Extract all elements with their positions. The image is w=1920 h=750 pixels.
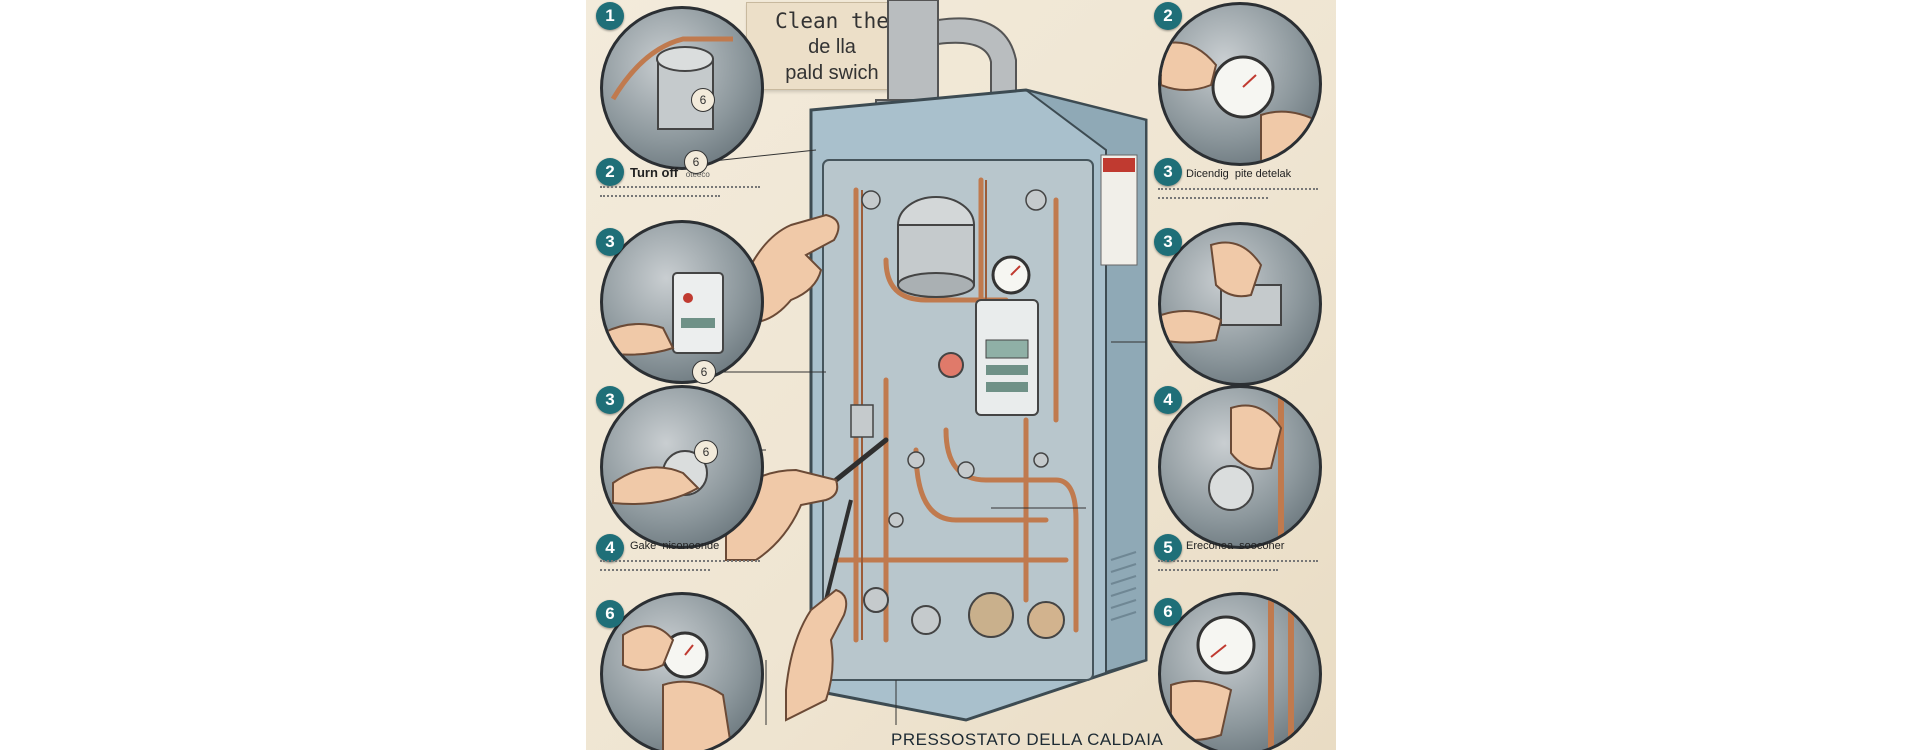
title-line-3: pald swich xyxy=(785,62,879,84)
step-image-right-3 xyxy=(1158,385,1322,549)
step-badge-right-5: 5 xyxy=(1154,534,1182,562)
pump xyxy=(968,592,1014,638)
callout-marker: 6 xyxy=(692,360,716,384)
step-image-left-1 xyxy=(600,6,764,170)
boiler-illustration xyxy=(686,0,1148,725)
step-image-right-4 xyxy=(1158,592,1322,750)
hand-lower-right xyxy=(785,588,848,722)
callout-marker: 6 xyxy=(694,440,718,464)
step-badge-right-6: 6 xyxy=(1154,598,1182,626)
pressure-switch xyxy=(938,352,964,378)
title-line-1: Clean the xyxy=(775,9,889,33)
step-badge-right-3: 3 xyxy=(1154,228,1182,256)
step-badge-left-4: 3 xyxy=(596,386,624,414)
warning-label xyxy=(1100,154,1138,266)
step-badge-right-2: 3 xyxy=(1154,158,1182,186)
step-badge-right-1: 2 xyxy=(1154,2,1182,30)
caption-title: PRESSOSTATO DELLA CALDAIA xyxy=(891,730,1164,749)
step-badge-left-6: 6 xyxy=(596,600,624,628)
step-right-5-title: Ereconea sooconer xyxy=(1186,540,1285,552)
step-left-4-title: Gake nisoneonde xyxy=(630,540,720,552)
step-badge-right-4: 4 xyxy=(1154,386,1182,414)
step-image-right-1 xyxy=(1158,2,1322,166)
step-badge-left-3: 3 xyxy=(596,228,624,256)
pliers xyxy=(824,499,853,601)
step-left-2-title: Turn off oteeco xyxy=(630,165,710,180)
step-right-3-text xyxy=(1158,188,1318,202)
step-image-left-3 xyxy=(600,385,764,549)
step-badge-left-2: 2 xyxy=(596,158,624,186)
step-image-left-2 xyxy=(600,220,764,384)
step-image-left-4 xyxy=(600,592,764,750)
step-badge-left-1: 1 xyxy=(596,2,624,30)
step-right-3-title: Dicendig pite detelak xyxy=(1186,168,1292,180)
step-image-right-2 xyxy=(1158,222,1322,386)
callout-marker: 6 xyxy=(691,88,715,112)
title-line-2: de lla xyxy=(808,36,856,58)
step-right-5-text xyxy=(1158,560,1318,574)
illustration-poster: Clean the de lla pald swich xyxy=(586,0,1336,750)
step-badge-left-5: 4 xyxy=(596,534,624,562)
callout-marker: 6 xyxy=(684,150,708,174)
step-left-2-text xyxy=(600,186,760,200)
step-left-4-text xyxy=(600,560,760,574)
screwdriver xyxy=(833,437,889,483)
